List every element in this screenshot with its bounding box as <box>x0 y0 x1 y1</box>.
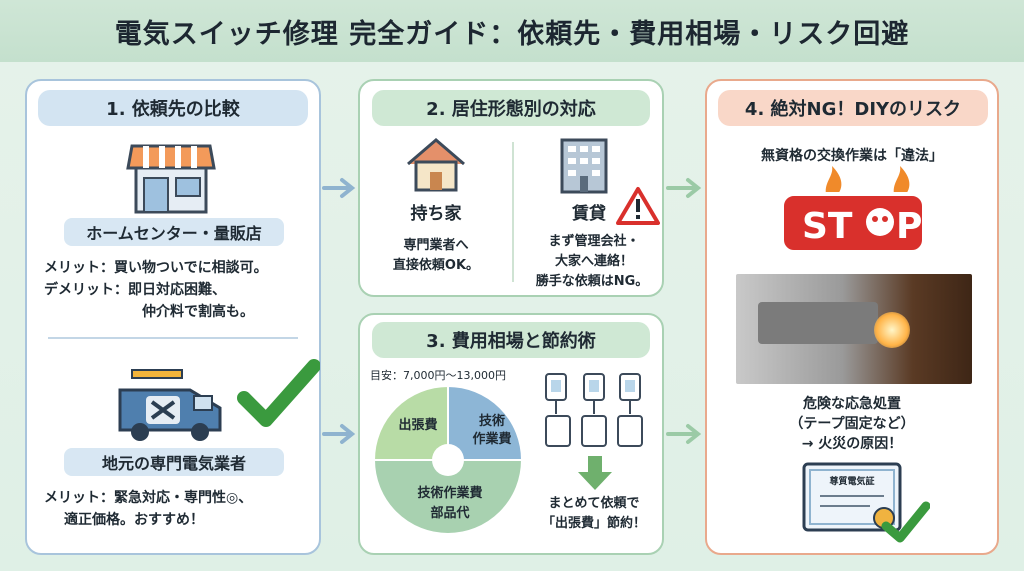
service-van-icon <box>118 369 222 441</box>
section4-header: 4. 絶対NG！DIYのリスク <box>718 90 988 126</box>
store-label: ホームセンター・量販店 <box>64 218 284 246</box>
pie-label-b2: 作業費 <box>472 432 512 447</box>
cost-pie-chart <box>372 384 524 535</box>
danger-text-3: → 火災の原因！ <box>801 436 903 452</box>
arrow-right-icon <box>322 424 356 444</box>
illegal-warning: 無資格の交換作業は「違法」 <box>761 148 943 164</box>
page-title: 電気スイッチ修理 完全ガイド：依頼先・費用相場・リスク回避 <box>114 18 910 50</box>
section2-divider <box>512 142 514 282</box>
pie-label-c2: 部品代 <box>430 506 470 521</box>
local-merit: メリット：緊急対応・専門性◎、 <box>44 490 253 506</box>
store-demerit-2: 仲介料で割高も。 <box>142 304 254 320</box>
section1-header: 1. 依頼先の比較 <box>38 90 308 126</box>
title-bar: 電気スイッチ修理 完全ガイド：依頼先・費用相場・リスク回避 <box>0 0 1024 62</box>
rent-text-3: 勝手な依頼はNG。 <box>535 274 649 289</box>
saving-tip-1: まとめて依頼で <box>548 496 640 511</box>
tape-shape <box>758 302 878 344</box>
pie-slice <box>447 384 524 461</box>
pie-slice <box>372 384 449 461</box>
arrow-right-icon <box>322 178 356 198</box>
apartment-icon <box>560 138 608 194</box>
pie-label-b1: 技術 <box>478 414 505 429</box>
pie-label-a: 出張費 <box>398 418 438 433</box>
pie-label-c1: 技術作業費 <box>417 486 483 501</box>
section1-divider <box>48 337 298 339</box>
arrow-down-icon <box>578 456 612 490</box>
arrow-right-icon <box>666 178 702 198</box>
spark-shape <box>874 312 910 348</box>
saving-tip-2: 「出張費」節約！ <box>541 516 646 531</box>
pie-center <box>432 444 464 476</box>
rent-text-2: 大家へ連絡！ <box>554 254 633 269</box>
store-icon <box>126 144 216 214</box>
cost-estimate: 目安：7,000円〜13,000円 <box>370 369 506 382</box>
own-text-2: 直接依頼OK。 <box>392 258 480 273</box>
house-icon <box>407 138 465 192</box>
danger-photo <box>736 274 972 384</box>
certificate-text: 尊質電気証 <box>829 475 874 487</box>
svg-text:P: P <box>896 206 922 247</box>
switch-panel-icon <box>545 373 643 447</box>
checkmark-icon <box>237 359 320 427</box>
rent-text-1: まず管理会社・ <box>548 234 640 249</box>
local-merit-2: 適正価格。おすすめ！ <box>64 512 204 528</box>
danger-text-2: （テープ固定など） <box>789 416 915 432</box>
local-label: 地元の専門電気業者 <box>64 448 284 476</box>
rent-label: 賃貸 <box>572 204 606 224</box>
certificate-icon: 尊質電気証 <box>802 462 930 543</box>
section3-header: 3. 費用相場と節約術 <box>372 322 650 358</box>
store-merit: メリット：買い物ついでに相談可。 <box>44 260 268 276</box>
pie-slice <box>372 459 524 535</box>
danger-text-1: 危険な応急処置 <box>803 396 901 412</box>
own-label: 持ち家 <box>410 204 462 224</box>
svg-text:ST: ST <box>802 206 853 247</box>
arrow-right-icon <box>666 424 702 444</box>
store-demerit: デメリット：即日対応困難、 <box>44 282 226 298</box>
own-text-1: 専門業者へ <box>403 238 469 253</box>
section2-header: 2. 居住形態別の対応 <box>372 90 650 126</box>
stop-sign-icon: ST P <box>780 166 926 254</box>
warning-icon <box>616 187 660 225</box>
